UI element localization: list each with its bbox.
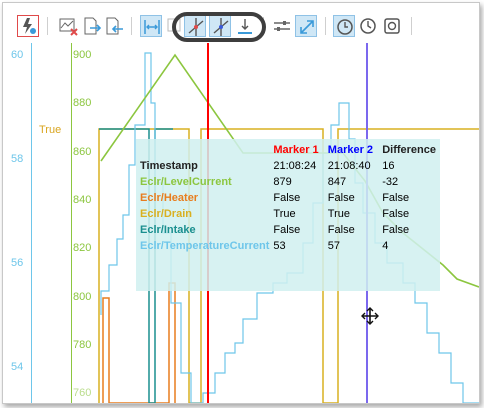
level-tick-label: 800 (73, 291, 92, 303)
heater-series-line (102, 282, 176, 403)
chart-remove-icon (59, 18, 78, 36)
tooltip-row-marker-2: 21:08:40 (327, 160, 371, 172)
tooltip-row-name: Eclr/LevelCurrent (140, 176, 232, 188)
export-right-icon (84, 17, 102, 35)
toolbar (3, 3, 479, 43)
marker-2-icon (213, 18, 229, 36)
level-tick-label: 760 (73, 387, 92, 399)
tooltip-row-marker-1: False (273, 224, 301, 236)
tooltip-header-marker-1: Marker 1 (273, 144, 319, 156)
expand-button[interactable] (295, 15, 317, 37)
adjust-button[interactable] (271, 15, 293, 37)
export-left-icon (106, 17, 123, 35)
lightning-settings-button[interactable] (17, 15, 39, 37)
level-tick-label: 820 (73, 242, 92, 254)
tooltip-row-name: Eclr/Drain (140, 208, 192, 220)
expand-icon (300, 20, 314, 34)
trend-plot (31, 43, 479, 403)
tooltip-row-marker-1: 53 (273, 240, 286, 252)
tooltip-row-difference: 4 (382, 240, 389, 252)
tooltip-row-marker-2: False (327, 192, 355, 204)
toolbar-separator (325, 17, 326, 35)
marker-buttons-highlight (172, 12, 266, 42)
level-tick-label: 780 (73, 339, 92, 351)
temperature-tick-label: 56 (11, 257, 24, 269)
tooltip-row-name: Timestamp (140, 160, 198, 172)
trend-chart-window: 60 58 56 54 900 880 860 840 820 800 780 … (2, 2, 480, 404)
tooltip-row: Eclr/Intake False False False (140, 222, 440, 238)
level-tick-label: 900 (73, 49, 92, 61)
move-cursor-icon (361, 307, 379, 325)
tooltip-row-marker-2: False (327, 224, 355, 236)
temperature-tick-label: 54 (11, 361, 24, 373)
tooltip-header-marker-2: Marker 2 (327, 144, 374, 156)
level-tick-label: 860 (73, 146, 92, 158)
tooltip-row-marker-1: True (273, 208, 296, 220)
tooltip-row: Timestamp 21:08:24 21:08:40 16 (140, 158, 440, 174)
tooltip-row-name: Eclr/Heater (140, 192, 199, 204)
export-left-button[interactable] (103, 15, 125, 37)
chart-remove-button[interactable] (57, 15, 79, 37)
toolbar-separator (411, 17, 412, 35)
history-button[interactable] (357, 15, 379, 37)
export-right-button[interactable] (81, 15, 103, 37)
tooltip-row-marker-2: 57 (327, 240, 341, 252)
intake-series-line (99, 128, 173, 403)
tooltip-row-difference: False (382, 224, 410, 236)
tooltip-row-difference: False (382, 192, 410, 204)
tooltip-row: Eclr/Drain True True False (140, 206, 440, 222)
tooltip-row: Eclr/Heater False False False (140, 190, 440, 206)
tooltip-row-marker-1: 21:08:24 (273, 160, 317, 172)
adjust-icon (274, 21, 290, 31)
lightning-settings-icon (17, 15, 39, 37)
clock-icon (337, 19, 353, 35)
toolbar-separator (131, 17, 132, 35)
marker-1-icon (188, 18, 204, 36)
history-icon (360, 18, 376, 34)
toolbar-separator (47, 17, 48, 35)
tooltip-row-marker-1: False (273, 192, 301, 204)
snapshot-button[interactable] (381, 15, 403, 37)
tooltip-row: Eclr/TemperatureCurrent 53 57 4 (140, 238, 440, 254)
tooltip-row-name: Eclr/Intake (140, 224, 196, 236)
tooltip-row-difference: False (382, 208, 410, 220)
fit-horizontal-icon (144, 20, 160, 34)
temperature-tick-label: 60 (11, 49, 24, 61)
plot-area: 60 58 56 54 900 880 860 840 820 800 780 … (3, 43, 479, 403)
tooltip-row-marker-2: True (327, 208, 351, 220)
tooltip-row-marker-1: 879 (273, 176, 292, 188)
level-tick-label: 840 (73, 194, 92, 206)
level-tick-label: 880 (73, 97, 92, 109)
tooltip-row-marker-2: 847 (327, 176, 347, 188)
tooltip-row-difference: -32 (382, 176, 399, 188)
drain-true-label: True (39, 124, 62, 136)
tooltip-header-row: Marker 1 Marker 2 Difference (140, 142, 440, 158)
tooltip-row-difference: 16 (382, 160, 395, 172)
marker-tooltip-table: Marker 1 Marker 2 Difference Timestamp 2… (140, 142, 440, 254)
tooltip-header-name (140, 142, 273, 158)
temperature-tick-label: 58 (11, 153, 24, 165)
marker-tooltip: Marker 1 Marker 2 Difference Timestamp 2… (136, 139, 440, 291)
tooltip-row-name: Eclr/TemperatureCurrent (140, 240, 270, 252)
snapshot-icon (384, 18, 400, 34)
tooltip-row: Eclr/LevelCurrent 879 847 -32 (140, 174, 440, 190)
tooltip-header-difference: Difference (382, 144, 436, 156)
fit-horizontal-button[interactable] (140, 15, 162, 37)
clock-button[interactable] (333, 15, 355, 37)
